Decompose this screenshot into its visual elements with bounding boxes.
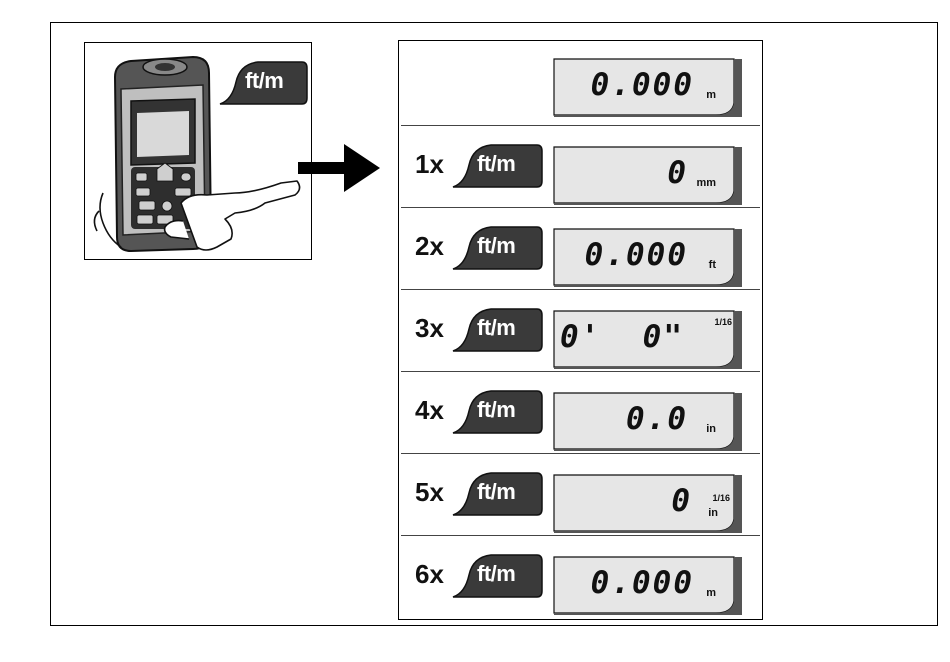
display-value: 0.0 (626, 401, 688, 437)
display-unit: in (708, 507, 718, 519)
press-count: 3x (415, 313, 444, 344)
step-divider (401, 371, 760, 372)
key-label: ft/m (477, 561, 515, 587)
lcd-frame-icon (552, 473, 744, 533)
press-count: 5x (415, 477, 444, 508)
key-label: ft/m (477, 233, 515, 259)
unit-switch-sequence: 0.000 m 1x ft/m 0 mm 2x ft/m 0.000 ft 3x ft/m 0' 0" 1… (398, 40, 763, 620)
sequence-step-4: 4x ft/m 0.0 in (399, 375, 761, 455)
display-fraction: 1/16 (712, 493, 730, 503)
display-unit: m (706, 587, 716, 599)
lcd-display: 0.000 ft (552, 227, 742, 285)
ft-m-key: ft/m (451, 471, 543, 517)
lcd-display: 0.000 m (552, 555, 742, 613)
display-unit: ft (709, 259, 716, 271)
press-count: 6x (415, 559, 444, 590)
lcd-display: 0 mm (552, 145, 742, 203)
sequence-step-2: 2x ft/m 0.000 ft (399, 211, 761, 291)
lcd-frame-icon (552, 145, 744, 205)
display-value: 0.000 (591, 67, 694, 103)
press-count: 4x (415, 395, 444, 426)
press-count: 2x (415, 231, 444, 262)
display-value: 0' 0" (560, 319, 684, 355)
step-divider (401, 207, 760, 208)
ft-m-key: ft/m (451, 553, 543, 599)
key-label: ft/m (477, 315, 515, 341)
ft-m-key: ft/m (451, 389, 543, 435)
lcd-display: 0.0 in (552, 391, 742, 449)
lcd-display: 0.000 m (552, 57, 742, 115)
display-value: 0 (667, 155, 688, 191)
key-label: ft/m (477, 397, 515, 423)
key-label: ft/m (477, 479, 515, 505)
key-label: ft/m (245, 68, 283, 94)
display-unit: mm (696, 177, 716, 189)
display-unit: in (706, 423, 716, 435)
step-divider (401, 535, 760, 536)
sequence-step-3: 3x ft/m 0' 0" 1/16 (399, 293, 761, 373)
display-unit: m (706, 89, 716, 101)
display-value: 0.000 (585, 237, 688, 273)
key-label: ft/m (477, 151, 515, 177)
ft-m-key-callout: ft/m (218, 60, 308, 106)
sequence-step-0: 0.000 m (399, 41, 761, 121)
ft-m-key: ft/m (451, 225, 543, 271)
step-divider (401, 289, 760, 290)
sequence-step-5: 5x ft/m 0 in 1/16 (399, 457, 761, 537)
ft-m-key: ft/m (451, 307, 543, 353)
display-value: 0.000 (591, 565, 694, 601)
display-fraction: 1/16 (714, 317, 732, 327)
ft-m-key: ft/m (451, 143, 543, 189)
lcd-display: 0' 0" 1/16 (552, 309, 742, 367)
lcd-display: 0 in 1/16 (552, 473, 742, 531)
step-divider (401, 125, 760, 126)
sequence-step-1: 1x ft/m 0 mm (399, 129, 761, 209)
press-count: 1x (415, 149, 444, 180)
step-divider (401, 453, 760, 454)
right-arrow-icon (296, 138, 382, 203)
sequence-step-6: 6x ft/m 0.000 m (399, 539, 761, 619)
display-value: 0 (671, 483, 692, 519)
